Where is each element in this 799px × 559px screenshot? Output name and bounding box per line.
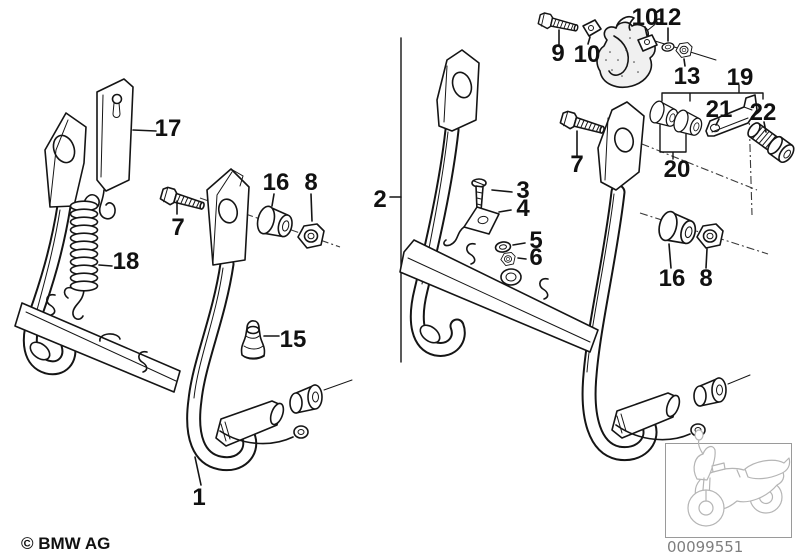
pointer-13 (683, 58, 686, 67)
nut-6 (500, 251, 516, 267)
callout-18: 18 (113, 248, 140, 275)
pointer-21 (715, 118, 720, 126)
thumbnail-box: 00099551 (665, 429, 792, 556)
callout-2: 2 (373, 186, 386, 213)
callout-16: 16 (263, 169, 290, 196)
spring-hook (466, 242, 476, 265)
foot-sleeve (289, 384, 323, 414)
callout-6: 6 (529, 244, 542, 271)
pointer-10a (587, 36, 591, 45)
nut-13 (675, 42, 693, 58)
image-number: 00099551 (667, 538, 743, 556)
spring-hook (63, 286, 73, 299)
right-assembly: 2 9 10 10 12 13 19 20 21 22 7 3 4 5 6 16… (373, 4, 795, 462)
center-stand-2 (399, 49, 751, 462)
callout-3: 3 (516, 177, 529, 204)
center-stand-1 (14, 112, 353, 472)
pointer-8-right (705, 248, 708, 269)
pointer-4 (498, 209, 512, 213)
pointer-17 (132, 129, 157, 132)
pointer-6 (517, 257, 527, 260)
pointer-8 (310, 193, 313, 222)
foot-rod (219, 430, 294, 445)
bolt-7-right (558, 109, 607, 139)
callout-21: 21 (706, 96, 733, 123)
retainer-plate-10a (582, 19, 602, 37)
bracket-19 (661, 84, 764, 102)
spring-hook (46, 293, 56, 316)
lever-21 (705, 94, 758, 137)
callout-12: 12 (655, 4, 682, 31)
callout-19: 19 (727, 64, 754, 91)
screw-3 (471, 178, 487, 212)
foot-sleeve (693, 377, 727, 407)
nut-8-right (696, 223, 724, 249)
rubber-buffer-15 (240, 320, 266, 360)
bushing-16 (254, 203, 296, 241)
callout-9: 9 (551, 40, 564, 67)
spring-18 (69, 194, 100, 321)
pointer-18 (98, 264, 113, 267)
callout-8-right: 8 (699, 265, 712, 292)
pointer-10b (644, 26, 648, 37)
pointer-16-right (668, 243, 672, 269)
callout-13: 13 (674, 63, 701, 90)
callout-16-right: 16 (659, 265, 686, 292)
pointer-3 (491, 189, 513, 193)
spring-hook (138, 350, 148, 373)
callout-20: 20 (664, 156, 691, 183)
pointer-22 (763, 121, 767, 133)
foot-rod (615, 424, 691, 441)
left-assembly: 17 18 7 16 8 15 1 (14, 78, 353, 511)
callout-15: 15 (280, 326, 307, 353)
copyright: © BMW AG (21, 534, 110, 553)
callout-7: 7 (171, 214, 184, 241)
clamp-4 (443, 206, 500, 247)
callout-10b: 10 (632, 4, 659, 31)
nut-8 (297, 223, 325, 249)
boss (99, 333, 121, 342)
callout-10a: 10 (574, 41, 601, 68)
callout-7-right: 7 (570, 151, 583, 178)
bracket-20 (659, 124, 687, 160)
callout-22: 22 (750, 99, 777, 126)
motorcycle-icon (687, 429, 791, 527)
callout-5: 5 (529, 227, 542, 254)
callout-4: 4 (516, 195, 530, 222)
pointer-5 (512, 242, 526, 246)
bolt-7 (158, 185, 207, 215)
callout-17: 17 (155, 115, 182, 142)
callout-1: 1 (192, 484, 205, 511)
bushing-16-right (655, 208, 700, 248)
pointer-16 (271, 193, 275, 207)
washer-5 (494, 240, 512, 254)
hanger-bracket-17 (96, 78, 134, 220)
pointer-1 (194, 456, 202, 486)
spring-hook (539, 277, 549, 300)
bolt-22 (747, 122, 795, 164)
callout-8: 8 (304, 169, 317, 196)
